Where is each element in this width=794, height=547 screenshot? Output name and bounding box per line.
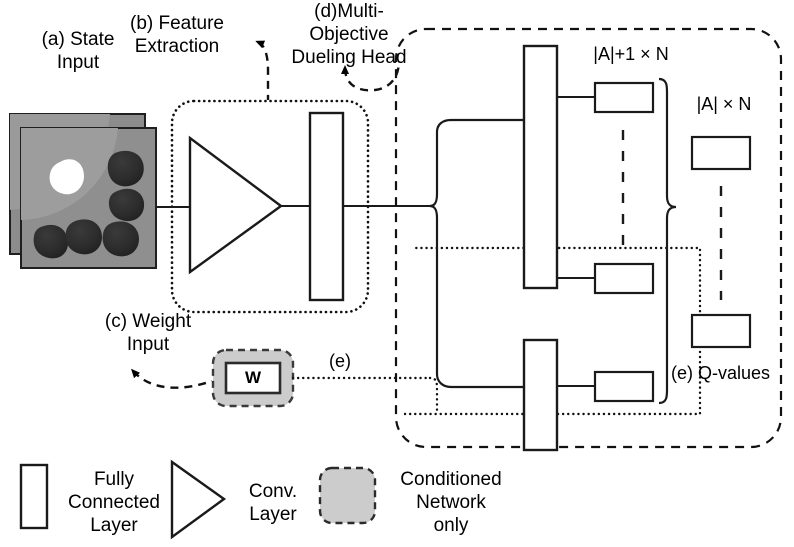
label-advantage-dim: |A|+1 × N <box>593 44 669 64</box>
fc-layer-value <box>522 338 559 452</box>
legend-label-conv-layer: Conv. Layer <box>248 481 298 525</box>
label-feature-extraction: (b) Feature Extraction <box>130 13 224 57</box>
label-state-input: (a) State Input <box>41 29 115 73</box>
label-q-values: (e) Q-values <box>671 363 771 383</box>
fc-layer-advantage <box>522 44 559 290</box>
legend-fc-layer-icon <box>19 463 49 530</box>
q-value-box-bottom <box>690 313 752 349</box>
q-value-box-top <box>690 135 752 171</box>
annotation-arrows <box>130 40 401 389</box>
legend-conditioned-network-icon <box>318 466 377 525</box>
label-q-dim: |A| × N <box>696 94 752 114</box>
arrow-weight-input <box>130 368 213 389</box>
arrow-dueling-head <box>341 62 401 92</box>
conv-layer-shape <box>188 135 284 275</box>
legend-conv-layer-icon <box>170 459 227 540</box>
weight-input-box <box>224 361 282 395</box>
label-dueling-head: (d)Multi- Objective Dueling Head <box>291 1 407 68</box>
weight-input-label: W <box>245 368 262 387</box>
state-white-ball <box>49 159 84 195</box>
advantage-output-wires <box>557 96 595 387</box>
state-frame-front <box>20 127 157 269</box>
state-rocks <box>33 150 145 259</box>
arrow-feature-extraction <box>255 40 270 100</box>
output-box-middle <box>593 262 655 295</box>
legend-label-fc-layer: Fully Connected Layer <box>68 469 160 536</box>
stream-split-wires <box>429 118 524 389</box>
output-box-bottom <box>593 370 655 403</box>
aggregation-brace <box>658 77 677 405</box>
label-e-marker: (e) <box>329 351 351 371</box>
label-weight-input: (c) Weight Input <box>104 311 192 355</box>
dueling-head-boundary <box>394 27 783 449</box>
legend-label-conditioned-network: Conditioned Network only <box>400 469 502 536</box>
state-input-frames <box>9 113 157 269</box>
wire-weight-to-branch <box>291 376 439 416</box>
fc-layer-feature <box>308 111 345 302</box>
output-box-top <box>593 81 655 114</box>
conditioned-weight-group <box>211 348 295 408</box>
